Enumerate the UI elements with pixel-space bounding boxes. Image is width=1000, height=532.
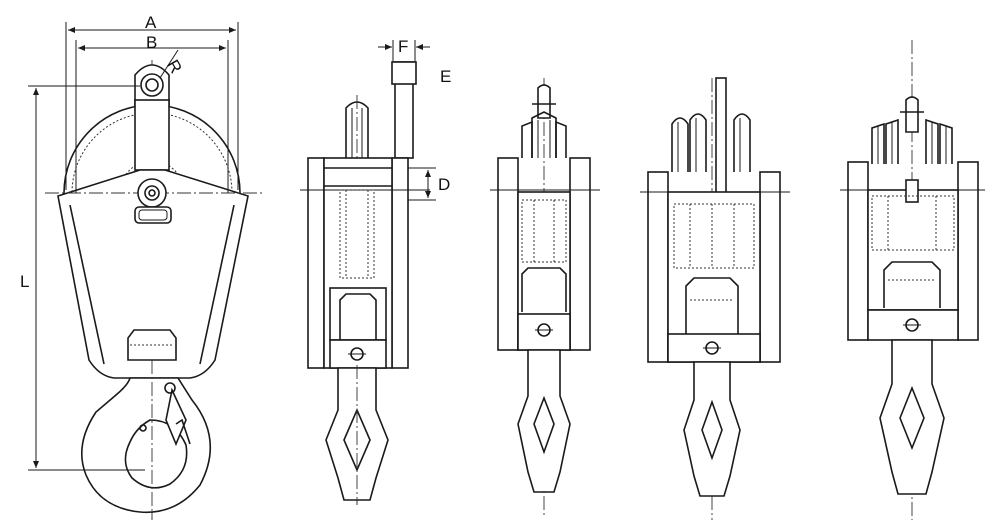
side-view-4 <box>840 40 985 520</box>
dim-label-D: D <box>438 175 450 194</box>
dim-label-B: B <box>146 33 157 52</box>
dim-label-F: F <box>398 37 408 56</box>
dim-label-A: A <box>145 13 157 32</box>
front-view: A B R L <box>20 13 265 520</box>
side-view-2 <box>490 78 600 515</box>
dim-label-L: L <box>20 272 29 291</box>
dim-label-E: E <box>440 67 451 86</box>
side-view-3 <box>640 77 790 520</box>
side-view-1: F E D <box>300 37 451 505</box>
